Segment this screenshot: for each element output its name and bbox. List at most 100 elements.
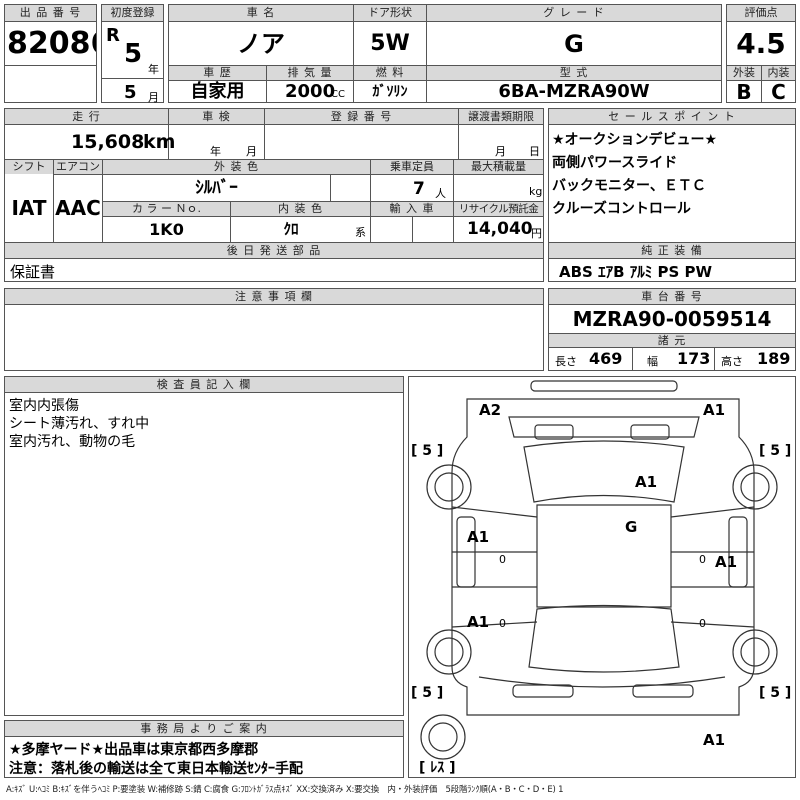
mark-right-door: A1 (715, 553, 737, 571)
month-unit: 月 (148, 91, 159, 104)
inspector-box: 検 査 員 記 入 欄 室内内張傷 シート薄汚れ、すれ中 室内汚れ、動物の毛 (4, 376, 404, 716)
later-parts-label: 後 日 発 送 部 品 (5, 243, 543, 258)
tire-front-right: [ 5 ] (759, 443, 791, 459)
chassis-label: 車 台 番 号 (549, 289, 795, 304)
int-color-label: 内 装 色 (231, 202, 370, 216)
notes-box: 注 意 事 項 欄 (4, 288, 544, 371)
car-diagram: A2 A1 A1 G A1 A1 A1 A1 0 0 0 0 [ 5 ] [ 5… (411, 380, 791, 776)
small-mark: 0 (699, 617, 706, 630)
aircon: AAC (55, 196, 101, 220)
exterior-label: 外装 (727, 66, 761, 80)
shift-label: シフト (5, 160, 53, 174)
sales-point-item: 両側パワースライド (552, 155, 678, 171)
deadline-month-unit: 月 (495, 145, 506, 158)
length-label: 長さ (555, 355, 577, 368)
mark-front-right: A1 (703, 401, 725, 419)
color-no: 1K0 (149, 220, 184, 239)
inspector-note: 室内汚れ、動物の毛 (9, 434, 136, 450)
lot-number-box: 出 品 番 号 82086 (4, 4, 97, 103)
first-reg-month: 5 (124, 82, 137, 103)
grade: G (564, 30, 584, 58)
width-label: 幅 (647, 355, 658, 368)
recycle-label: リサイクル預託金 (454, 202, 543, 216)
equipment-label: 純 正 装 備 (549, 243, 795, 258)
chassis-number: MZRA90-0059514 (572, 307, 772, 331)
office-label: 事 務 局 よ り ご 案 内 (5, 721, 403, 736)
score-box: 評価点 4.5 外装 内装 B C (726, 4, 796, 103)
max-load-unit: kg (529, 185, 543, 198)
fuel: ｶﾞｿﾘﾝ (372, 84, 408, 100)
width: 173 (677, 349, 711, 368)
small-mark: 0 (499, 553, 506, 566)
capacity-label: 乗車定員 (371, 160, 453, 174)
import-label: 輸 入 車 (371, 202, 453, 216)
specs-label: 諸 元 (549, 334, 795, 347)
door-type: 5W (370, 31, 410, 56)
history-label: 車 歴 (169, 66, 266, 80)
details-box: 走 行 車 検 登 録 番 号 譲渡書類期限 15,608 km 年 月 月 日… (4, 108, 544, 282)
first-registration-box: 初度登録 R 5 年 5 月 (101, 4, 164, 104)
car-name-label: 車 名 (169, 5, 353, 21)
mark-left-front-door: A1 (467, 528, 489, 546)
max-load-label: 最大積載量 (454, 160, 543, 174)
chassis-box: 車 台 番 号 MZRA90-0059514 諸 元 長さ 469 幅 173 … (548, 288, 796, 371)
sales-point-item: ★オークションデビュー★ (552, 132, 718, 148)
fuel-label: 燃 料 (354, 66, 426, 80)
tire-spare: [ ﾚｽ ] (419, 760, 456, 776)
office-line: 注意：落札後の輸送は全て東日本輸送ｾﾝﾀｰ手配 (9, 761, 303, 777)
shift: IAT (11, 196, 47, 220)
color-no-label: カ ラ ー Ｎｏ. (103, 202, 230, 216)
lot-number: 82086 (7, 26, 96, 61)
sales-points-box: セ ー ル ス ポ イ ン ト ★オークションデビュー★ 両側パワースライド バ… (548, 108, 796, 282)
inspector-note: シート薄汚れ、すれ中 (9, 416, 150, 432)
interior-label: 内装 (762, 66, 795, 80)
inspector-note: 室内内張傷 (9, 398, 79, 414)
notes-label: 注 意 事 項 欄 (5, 289, 543, 304)
tire-front-left: [ 5 ] (411, 443, 443, 459)
mark-rear: A1 (703, 731, 725, 749)
first-reg-year: 5 (124, 39, 143, 69)
mark-hood: A1 (635, 473, 657, 491)
model-label: 型 式 (427, 66, 721, 80)
score-label: 評価点 (727, 5, 795, 21)
sales-point-item: クルーズコントロール (552, 201, 691, 217)
door-label: ドア形状 (354, 5, 426, 21)
era: R (106, 25, 120, 46)
inspector-label: 検 査 員 記 入 欄 (5, 377, 403, 392)
mileage-unit: km (143, 131, 176, 153)
first-registration-label: 初度登録 (102, 5, 163, 21)
displacement: 2000 (285, 81, 336, 102)
recycle-fee: 14,040 (467, 219, 533, 239)
car-diagram-box: A2 A1 A1 G A1 A1 A1 A1 0 0 0 0 [ 5 ] [ 5… (408, 376, 796, 778)
mark-left-rear-door: A1 (467, 613, 489, 631)
mileage-label: 走 行 (5, 109, 168, 124)
capacity: 7 (413, 179, 425, 199)
displacement-label: 排 気 量 (267, 66, 353, 80)
equipment: ABS ｴｱB ｱﾙﾐ PS PW (559, 263, 713, 281)
deadline-day-unit: 日 (529, 145, 540, 158)
year-unit: 年 (148, 63, 159, 76)
office-line: ★多摩ヤード★出品車は東京都西多摩郡 (9, 742, 259, 758)
recycle-unit: 円 (531, 227, 542, 240)
score: 4.5 (736, 27, 786, 60)
car-name: ノア (237, 30, 285, 58)
small-mark: 0 (499, 617, 506, 630)
int-color: ｸﾛ (283, 220, 299, 238)
capacity-unit: 人 (435, 187, 446, 200)
grade-label: グ レ ー ド (427, 5, 721, 21)
displacement-unit: CC (331, 89, 345, 100)
height: 189 (757, 349, 791, 368)
small-mark: 0 (699, 553, 706, 566)
int-color-unit: 系 (355, 226, 366, 239)
later-parts: 保証書 (10, 263, 56, 281)
tire-rear-right: [ 5 ] (759, 685, 791, 701)
height-label: 高さ (721, 355, 743, 368)
tire-rear-left: [ 5 ] (411, 685, 443, 701)
inspection-month-unit: 月 (246, 145, 257, 158)
mark-windshield: G (625, 518, 637, 536)
inspection-year-unit: 年 (210, 145, 221, 158)
vehicle-info-box: 車 名 ドア形状 グ レ ー ド ノア 5W G 車 歴 排 気 量 燃 料 型… (168, 4, 722, 103)
inspection-label: 車 検 (169, 109, 264, 124)
office-box: 事 務 局 よ り ご 案 内 ★多摩ヤード★出品車は東京都西多摩郡 注意：落札… (4, 720, 404, 778)
lot-number-label: 出 品 番 号 (5, 5, 96, 21)
